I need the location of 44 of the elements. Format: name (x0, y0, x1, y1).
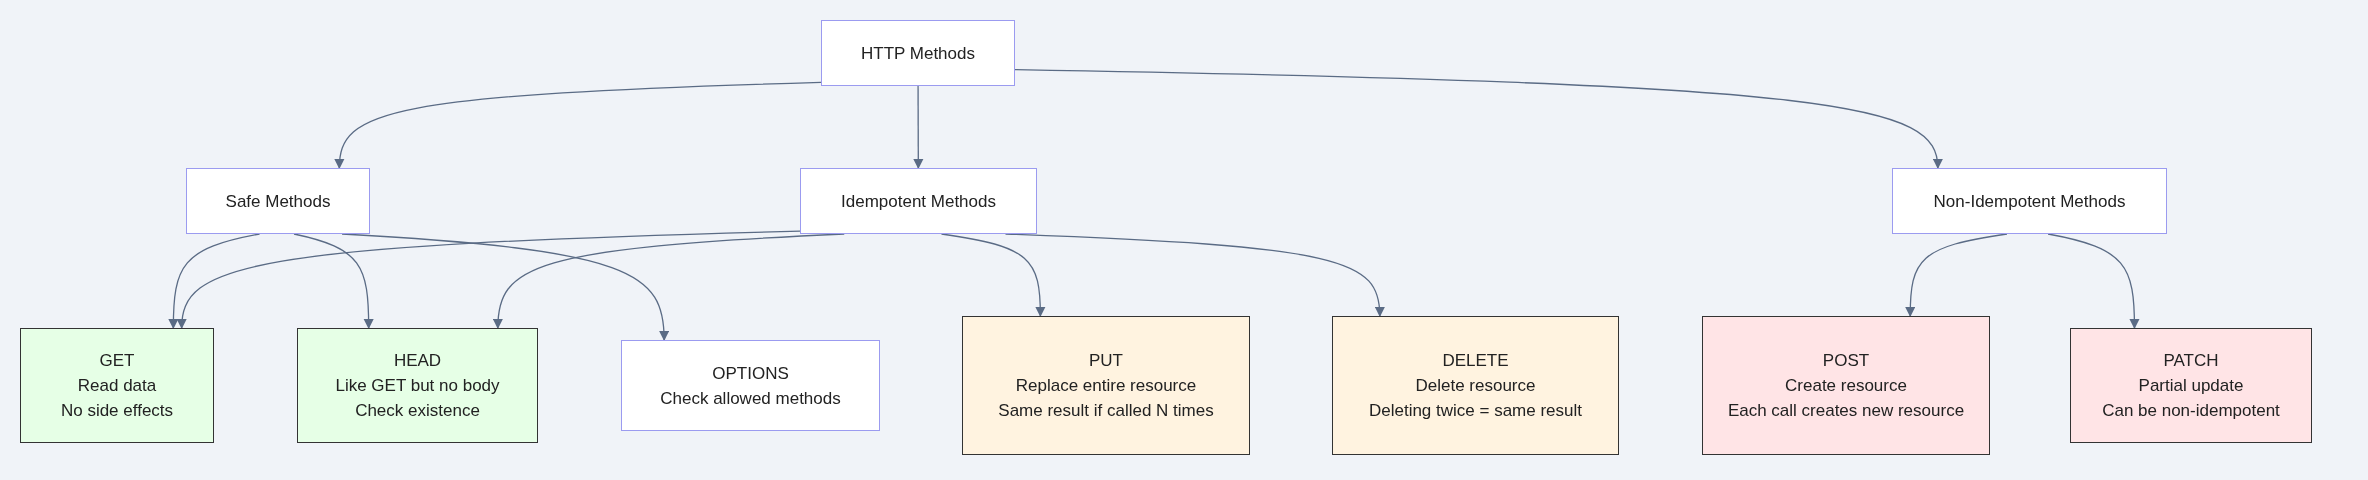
method-box (20, 328, 214, 443)
method-box (1332, 316, 1619, 455)
arrow (293, 233, 374, 330)
method-description: Like GET but no body (335, 375, 500, 397)
method-box (621, 340, 880, 431)
method-description: Create resource (1785, 375, 1907, 397)
arrow (1905, 233, 2008, 318)
arrow (2047, 233, 2140, 330)
method-name: DELETE (1442, 350, 1509, 372)
method-box (821, 20, 1015, 86)
method-description: Delete resource (1415, 375, 1536, 397)
method-box (800, 168, 1037, 234)
method-box (962, 316, 1250, 455)
method-name: PUT (1089, 350, 1123, 372)
method-description: Deleting twice = same result (1368, 400, 1583, 422)
arrow (334, 81, 822, 170)
method-description: Can be non-idempotent (2102, 400, 2280, 422)
method-name: GET (99, 350, 135, 372)
method-name: OPTIONS (712, 362, 789, 385)
method-description: Read data (77, 375, 157, 397)
method-name: HTTP Methods (861, 42, 975, 65)
method-box (186, 168, 370, 234)
method-name: Idempotent Methods (841, 190, 996, 213)
method-box (2070, 328, 2312, 443)
method-description: Partial update (2138, 375, 2244, 397)
method-box (1892, 168, 2167, 234)
method-description: Same result if called N times (998, 400, 1214, 422)
method-name: HEAD (393, 350, 442, 372)
method-name: Safe Methods (225, 190, 331, 213)
arrow (168, 233, 261, 330)
method-box (1702, 316, 1990, 455)
method-description: No side effects (60, 400, 174, 422)
method-description: Check allowed methods (660, 387, 841, 410)
method-name: PATCH (2163, 350, 2219, 372)
method-description: Each call creates new resource (1727, 400, 1965, 422)
method-description: Check existence (355, 400, 480, 422)
method-description: Replace entire resource (1015, 375, 1197, 397)
method-name: POST (1822, 350, 1870, 372)
method-name: Non-Idempotent Methods (1933, 190, 2126, 213)
arrow (913, 85, 924, 170)
arrow (1014, 69, 1942, 170)
method-box (297, 328, 538, 443)
arrow (177, 230, 801, 330)
arrow (940, 233, 1046, 318)
